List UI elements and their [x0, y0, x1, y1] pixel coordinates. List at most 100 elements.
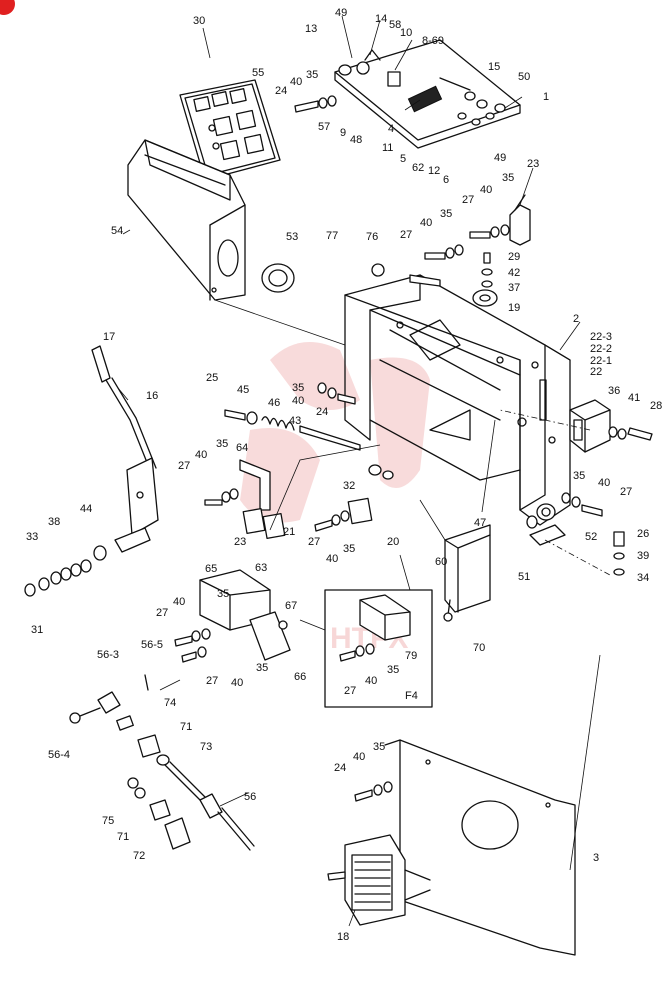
part-25-45-46-spring [224, 409, 361, 451]
callout-labels: 30 49 14 58 10 8-69 13 55 40 35 24 57 9 … [26, 7, 662, 943]
callout: 48 [350, 134, 362, 146]
callout: 42 [508, 267, 520, 279]
callout: 35 [502, 172, 514, 184]
callout: 40 [290, 76, 302, 88]
part-18-fan-unit [327, 834, 431, 926]
part-16-17-lever [91, 345, 159, 553]
callout: 52 [585, 531, 597, 543]
callout: 79 [405, 650, 417, 662]
callout: 35 [343, 543, 355, 555]
callout: 40 [231, 677, 243, 689]
part-65-63-66-brackets [174, 569, 291, 663]
callout: 35 [216, 438, 228, 450]
callout: 16 [146, 390, 158, 402]
part-26-39-34-set [613, 531, 625, 576]
callout: 56 [244, 791, 256, 803]
callout: 31 [31, 624, 43, 636]
callout: 37 [508, 282, 520, 294]
callout: 29 [508, 251, 520, 263]
callout: 35 [306, 69, 318, 81]
callout: 27 [206, 675, 218, 687]
callout: 57 [318, 121, 330, 133]
callout: 53 [286, 231, 298, 243]
callout: 71 [180, 721, 192, 733]
part-23-sensor-upper [509, 194, 531, 246]
callout: 27 [344, 685, 356, 697]
callout: 20 [387, 536, 399, 548]
part-2-main-frame [344, 274, 571, 526]
callout: 22-1 [590, 355, 612, 367]
callout: 40 [420, 217, 432, 229]
callout: 73 [200, 741, 212, 753]
callout: 30 [193, 15, 205, 27]
callout: 67 [285, 600, 297, 612]
callout: 24 [334, 762, 346, 774]
part-35-40-27-bolt-right [561, 492, 603, 517]
callout: 46 [268, 397, 280, 409]
callout: F4 [405, 690, 418, 702]
callout: 54 [111, 225, 123, 237]
part-64-bracket [204, 459, 271, 511]
callout: 39 [637, 550, 649, 562]
callout: 70 [473, 642, 485, 654]
callout: 10 [400, 27, 412, 39]
callout: 23 [527, 158, 539, 170]
callout: 74 [164, 697, 176, 709]
callout: 6 [443, 174, 449, 186]
part-27-40-35-bolt-mid [424, 244, 464, 260]
callout: 1 [543, 91, 549, 103]
callout: 71 [117, 831, 129, 843]
part-22-switch-box [569, 399, 611, 453]
callout: 56-4 [48, 749, 70, 761]
callout: 28 [650, 400, 662, 412]
callout: 24 [275, 85, 287, 97]
callout: 15 [488, 61, 500, 73]
callout: 24 [316, 406, 328, 418]
callout: 33 [26, 531, 38, 543]
callout: 77 [326, 230, 338, 242]
part-53-grommet [261, 263, 295, 293]
part-23-21-relays [242, 507, 286, 540]
callout: 60 [435, 556, 447, 568]
callout: 9 [340, 127, 346, 139]
callout: 40 [353, 751, 365, 763]
callout: 22-2 [590, 343, 612, 355]
assembly-lines [214, 299, 611, 631]
callout: 62 [412, 162, 424, 174]
part-3-cover-plate [384, 739, 576, 956]
callout: 36 [608, 385, 620, 397]
corner-badge [0, 0, 15, 15]
callout: 64 [236, 442, 248, 454]
callout: 58 [389, 19, 401, 31]
callout: 41 [628, 392, 640, 404]
callout: 4 [388, 123, 394, 135]
callout: 50 [518, 71, 530, 83]
callout: 18 [337, 931, 349, 943]
callout: 76 [366, 231, 378, 243]
callout: 17 [103, 331, 115, 343]
callout: 27 [462, 194, 474, 206]
callout: 40 [173, 596, 185, 608]
callout: 35 [373, 741, 385, 753]
callout: 3 [593, 852, 599, 864]
callout: 40 [326, 553, 338, 565]
callout: 32 [343, 480, 355, 492]
callout: 40 [292, 395, 304, 407]
part-36-41-28-fasteners [608, 426, 653, 441]
callout: 40 [195, 449, 207, 461]
detail-box-f4 [324, 589, 433, 708]
callout: 27 [308, 536, 320, 548]
callout: 35 [217, 588, 229, 600]
callout: 26 [637, 528, 649, 540]
part-1-panel-plate [334, 39, 521, 149]
part-60-70-plate [443, 524, 491, 622]
callout: 27 [178, 460, 190, 472]
callout: 5 [400, 153, 406, 165]
part-27-40-35-bolt-upper [469, 224, 510, 239]
callout: 35 [256, 662, 268, 674]
callout: 40 [480, 184, 492, 196]
part-32-20-components [314, 464, 394, 532]
callout: 35 [387, 664, 399, 676]
part-24-40-35-bolt-mid [317, 382, 356, 405]
